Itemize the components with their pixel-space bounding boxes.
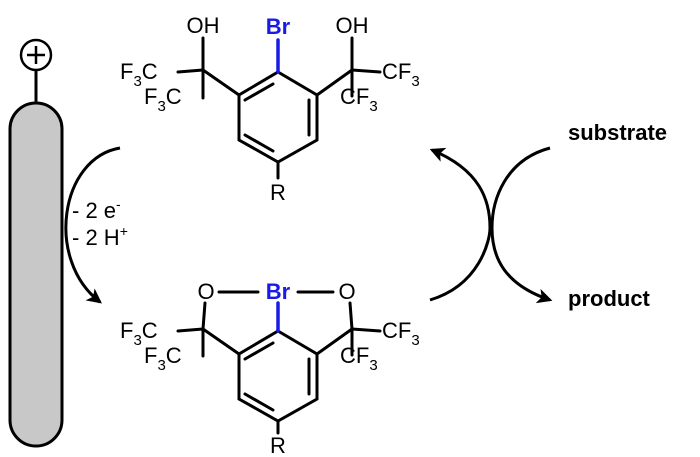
proton-loss-label: - 2 H+ <box>72 223 128 250</box>
top-benzene-ring <box>237 70 319 164</box>
bottom-left-o-bond <box>201 301 207 331</box>
top-left-cf3a-bond <box>176 68 205 74</box>
product-label: product <box>568 286 651 311</box>
bottom-ring-double-bond-3 <box>243 392 275 412</box>
top-bromine-label: Br <box>266 14 291 39</box>
electron-loss-label: - 2 e- <box>72 196 121 223</box>
bottom-cf3-a: F3C <box>120 318 158 349</box>
top-cf3-d: CF3 <box>340 84 378 115</box>
bottom-r-group: R <box>270 433 286 457</box>
top-right-cf3c-bond <box>350 68 382 74</box>
bottom-benzene-ring <box>237 329 319 423</box>
top-right-ring-bond <box>315 68 354 97</box>
top-cf3-a: F3C <box>120 59 158 90</box>
top-oh-right: OH <box>336 13 369 38</box>
bottom-left-ring-bond <box>201 327 241 356</box>
bottom-right-ring-bond <box>315 327 354 356</box>
electrode <box>8 38 64 448</box>
bottom-molecule: Br O O F3C F3C CF3 CF3 R <box>120 279 420 457</box>
top-left-ring-bond <box>201 68 241 97</box>
bottom-right-cf3c-bond <box>350 327 382 333</box>
substrate-label: substrate <box>568 120 667 145</box>
top-r-group: R <box>270 180 286 205</box>
cycle-arrow-to-top <box>429 147 492 302</box>
oxidation-arrow <box>64 146 121 304</box>
top-ring-double-bond-1 <box>243 82 275 102</box>
bottom-ring-double-bond-1 <box>243 341 275 361</box>
bottom-cf3-d: CF3 <box>340 343 378 374</box>
bottom-o-right: O <box>338 279 355 304</box>
bottom-bromine-label: Br <box>266 279 291 304</box>
top-oh-left: OH <box>187 13 220 38</box>
bottom-right-o-bond <box>348 301 354 331</box>
top-cf3-c: CF3 <box>382 59 420 90</box>
top-molecule: Br OH F3C F3C OH CF3 CF3 R <box>120 13 420 205</box>
electrode-body <box>8 101 64 448</box>
bottom-cf3-c: CF3 <box>382 318 420 349</box>
top-cf3-b: F3C <box>144 84 182 115</box>
cycle-arrow-to-product <box>490 146 553 304</box>
bottom-cf3-b: F3C <box>144 343 182 374</box>
bottom-left-cf3a-bond <box>176 327 205 333</box>
bottom-o-left: O <box>197 279 214 304</box>
top-ring-double-bond-3 <box>243 133 275 153</box>
